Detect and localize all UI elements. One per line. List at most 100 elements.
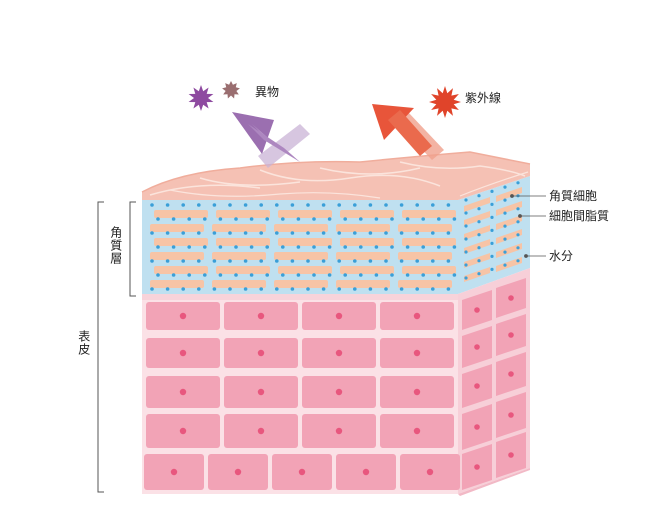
water-dot bbox=[156, 273, 160, 277]
water-dot bbox=[446, 259, 451, 263]
water-dot bbox=[259, 287, 264, 291]
corneocyte bbox=[464, 211, 490, 226]
water-dot bbox=[165, 203, 170, 207]
water-dot bbox=[464, 224, 468, 228]
water-dot bbox=[437, 217, 441, 221]
water-dot bbox=[464, 237, 468, 241]
corneocyte bbox=[216, 266, 270, 274]
water-dot bbox=[259, 203, 264, 207]
water-dot bbox=[290, 259, 295, 263]
label-pointer-lines bbox=[510, 194, 546, 258]
water-dot bbox=[431, 259, 435, 263]
cell-nucleus bbox=[426, 468, 434, 476]
water-dot bbox=[281, 245, 285, 249]
cell-nucleus bbox=[298, 468, 306, 476]
corneocyte bbox=[402, 266, 456, 274]
water-dot bbox=[187, 273, 191, 277]
water-dot bbox=[359, 217, 363, 221]
water-dot bbox=[281, 273, 285, 277]
water-dot bbox=[368, 259, 373, 263]
corneocyte bbox=[154, 238, 208, 246]
cell-nucleus bbox=[335, 312, 343, 320]
water-dot bbox=[306, 203, 310, 207]
water-dot bbox=[234, 273, 238, 277]
water-dot bbox=[353, 259, 357, 263]
corneocyte bbox=[150, 224, 204, 232]
cell-nucleus bbox=[508, 371, 514, 377]
water-dot bbox=[249, 217, 254, 221]
cell-nucleus bbox=[508, 452, 514, 458]
water-dot bbox=[275, 203, 279, 207]
water-dot bbox=[421, 217, 426, 221]
water-dot bbox=[228, 231, 232, 235]
corneocyte bbox=[402, 238, 456, 246]
water-dot-group bbox=[150, 181, 520, 291]
water-dot bbox=[165, 259, 170, 263]
water-dot bbox=[503, 224, 507, 228]
water-dot bbox=[181, 231, 185, 235]
water-dot bbox=[399, 259, 404, 263]
water-dot bbox=[477, 246, 481, 250]
water-dot bbox=[353, 231, 357, 235]
water-dot bbox=[218, 273, 223, 277]
water-dot bbox=[368, 231, 373, 235]
corneocyte bbox=[154, 266, 208, 274]
water-dot bbox=[337, 231, 342, 235]
water-dot bbox=[321, 231, 326, 235]
water-dot bbox=[171, 217, 176, 221]
water-dot bbox=[306, 259, 310, 263]
corneocyte bbox=[278, 210, 332, 218]
water-dot bbox=[197, 259, 201, 263]
water-dot bbox=[390, 217, 394, 221]
water-dot bbox=[181, 259, 185, 263]
corneocyte bbox=[150, 280, 204, 288]
water-dot bbox=[234, 245, 238, 249]
water-dot bbox=[516, 207, 520, 211]
water-dot bbox=[452, 273, 457, 277]
corneocyte bbox=[336, 280, 390, 288]
corneocyte bbox=[464, 253, 490, 268]
cell-nucleus bbox=[335, 388, 343, 396]
uv-sun-icon bbox=[429, 86, 461, 118]
water-dot bbox=[421, 273, 426, 277]
cell-nucleus bbox=[234, 468, 242, 476]
water-dot bbox=[181, 203, 185, 207]
water-dot bbox=[359, 245, 363, 249]
water-dot bbox=[343, 217, 348, 221]
water-dot bbox=[477, 207, 481, 211]
corneocyte bbox=[464, 267, 490, 282]
water-dot bbox=[384, 231, 388, 235]
water-dot bbox=[503, 198, 507, 202]
water-dot bbox=[446, 287, 451, 291]
cell-nucleus bbox=[474, 383, 480, 389]
water-dot bbox=[490, 254, 494, 258]
stratum-corneum-bracket bbox=[129, 201, 136, 297]
water-dot bbox=[390, 273, 394, 277]
corneocyte bbox=[212, 280, 266, 288]
water-dot bbox=[431, 287, 435, 291]
water-dot bbox=[464, 250, 468, 254]
water-dot bbox=[306, 231, 310, 235]
water-dot bbox=[165, 231, 170, 235]
corneocyte bbox=[496, 201, 522, 216]
corneocyte bbox=[154, 210, 208, 218]
cell-nucleus bbox=[508, 332, 514, 338]
water-dot bbox=[374, 245, 379, 249]
water-dot bbox=[415, 203, 420, 207]
water-dot bbox=[156, 217, 160, 221]
water-dot bbox=[516, 259, 520, 263]
corneocyte bbox=[402, 210, 456, 218]
water-dot bbox=[321, 287, 326, 291]
water-dot bbox=[165, 287, 170, 291]
water-dot bbox=[477, 233, 481, 237]
water-dot bbox=[290, 287, 295, 291]
water-dot bbox=[249, 245, 254, 249]
water-dot bbox=[281, 217, 285, 221]
water-dot bbox=[353, 203, 357, 207]
corneocyte-group bbox=[150, 187, 522, 288]
water-dot bbox=[353, 287, 357, 291]
water-dot bbox=[228, 203, 232, 207]
epidermal-cell-group bbox=[144, 302, 460, 490]
water-dot bbox=[275, 287, 279, 291]
water-dot bbox=[259, 231, 264, 235]
